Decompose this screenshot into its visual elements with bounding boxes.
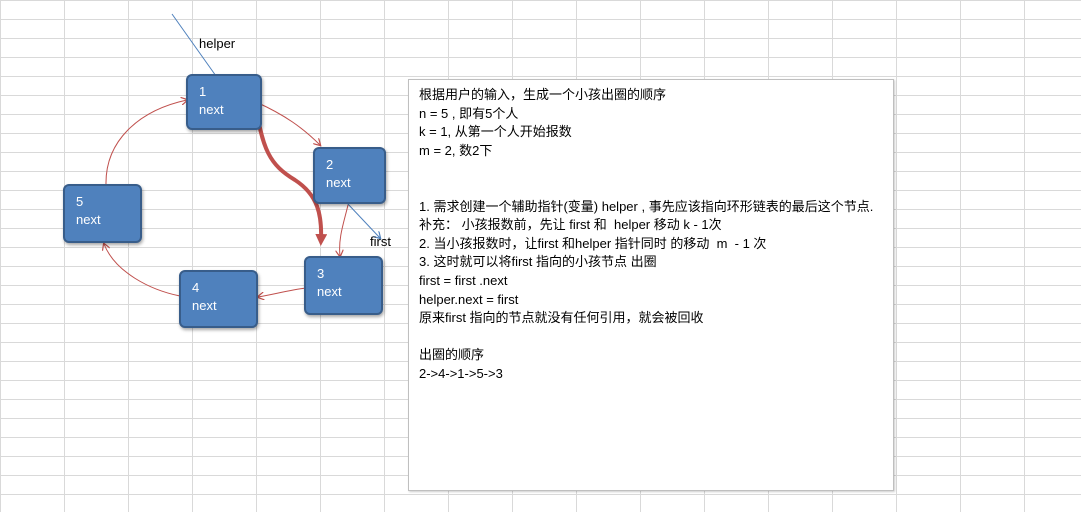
node-2: 2 next	[313, 147, 386, 204]
arrow-3-to-4	[258, 287, 307, 297]
node-4-number: 4	[192, 280, 200, 295]
description-line: 出圈的顺序	[419, 347, 485, 363]
description-line: 根据用户的输入，生成一个小孩出圈的顺序	[419, 87, 667, 102]
node-2-number: 2	[326, 157, 334, 172]
node-4-next: next	[192, 298, 217, 313]
description-line: k = 1, 从第一个人开始报数	[419, 124, 572, 140]
description-line	[419, 179, 883, 198]
description-line: m = 2, 数2下	[419, 142, 493, 158]
description-line: 2. 当小孩报数时，让first 和helper 指针同时 的移动 m - 1 …	[419, 235, 767, 251]
node-1-next: next	[199, 102, 224, 117]
node-5-next: next	[76, 212, 101, 227]
node-5: 5 next	[63, 184, 142, 243]
node-1-number: 1	[199, 84, 207, 99]
description-line: 补充： 小孩报数前，先让 first 和 helper 移动 k - 1次	[419, 217, 722, 233]
description-line: 1. 需求创建一个辅助指针(变量) helper , 事先应该指向环形链表的最后…	[419, 198, 874, 214]
arrow-4-to-5	[104, 244, 181, 297]
description-line	[419, 160, 883, 179]
helper-pointer-line	[171, 13, 217, 77]
arrow-1-to-2	[255, 101, 320, 145]
removal-arrow	[253, 98, 328, 246]
helper-label: helper	[199, 36, 236, 51]
arrow-5-to-1	[105, 100, 187, 186]
node-5-number: 5	[76, 194, 84, 209]
node-3-number: 3	[317, 266, 325, 281]
description-line: 原来first 指向的节点就没有任何引用，就会被回收	[419, 310, 704, 326]
node-2-next: next	[326, 175, 351, 190]
node-4: 4 next	[179, 270, 258, 328]
description-line: first = first .next	[419, 272, 508, 288]
description-line: 3. 这时就可以将first 指向的小孩节点 出圈	[419, 254, 657, 270]
description-line: 2->4->1->5->3	[419, 365, 503, 381]
node-3: 3 next	[304, 256, 383, 315]
node-3-next: next	[317, 284, 342, 299]
first-label: first	[370, 234, 391, 249]
description-line	[419, 328, 883, 347]
description-line: helper.next = first	[419, 291, 519, 307]
description-line: n = 5 , 即有5个人	[419, 105, 519, 121]
node-1: 1 next	[186, 74, 262, 130]
arrow-2-to-3	[340, 204, 349, 256]
first-pointer-line	[346, 202, 380, 238]
description-textbox: 根据用户的输入，生成一个小孩出圈的顺序 n = 5 , 即有5个人 k = 1, 从…	[408, 79, 894, 491]
